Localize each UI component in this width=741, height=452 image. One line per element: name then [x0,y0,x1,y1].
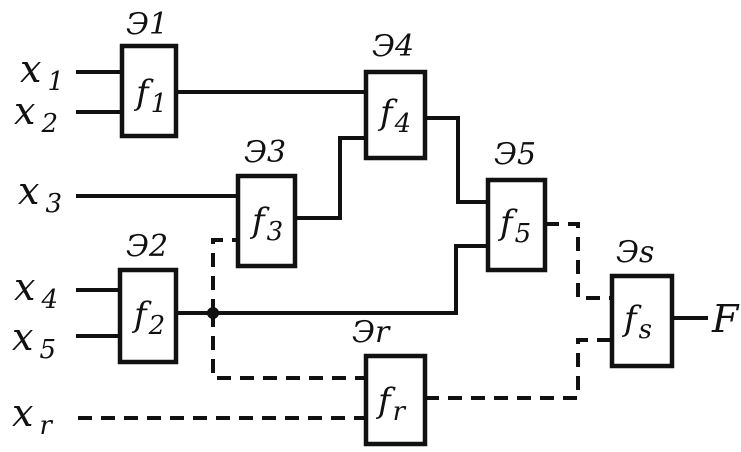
output-label: F [711,297,740,341]
element-e3-tag: Э3 [244,135,286,170]
wire-e4-to-e5 [423,116,490,204]
element-e1: f1 Э1 [119,7,179,139]
dashed-e5-to-es [545,222,612,300]
element-e4: f4 Э4 [363,29,428,161]
element-er-tag: Эr [352,315,391,350]
element-es-tag: Эs [616,235,654,270]
dashed-e2-to-er [211,313,366,380]
element-er-box [363,353,428,447]
dashed-connections [78,222,612,420]
element-e3: f3 Э3 [235,135,298,269]
element-e1-tag: Э1 [126,7,168,42]
element-e1-box [119,43,179,139]
element-e5-tag: Э5 [494,137,536,172]
element-e2-box [117,267,179,365]
element-e3-box [235,173,298,269]
element-e2: f2 Э2 [117,229,179,365]
wire-e3-to-e4 [293,136,368,220]
element-e4-tag: Э4 [372,29,414,64]
solid-connections [76,70,708,338]
element-e5: f5 Э5 [485,137,548,273]
element-es-box [609,273,675,369]
dashed-e2-to-e3 [211,238,238,313]
element-e4-box [363,69,428,161]
dashed-er-to-es [425,338,612,400]
element-es: fs Эs [609,235,675,369]
wire-e2-to-e5 [174,244,490,315]
element-e5-box [485,177,548,273]
element-er: fr Эr [352,315,428,447]
element-e2-tag: Э2 [126,229,168,264]
